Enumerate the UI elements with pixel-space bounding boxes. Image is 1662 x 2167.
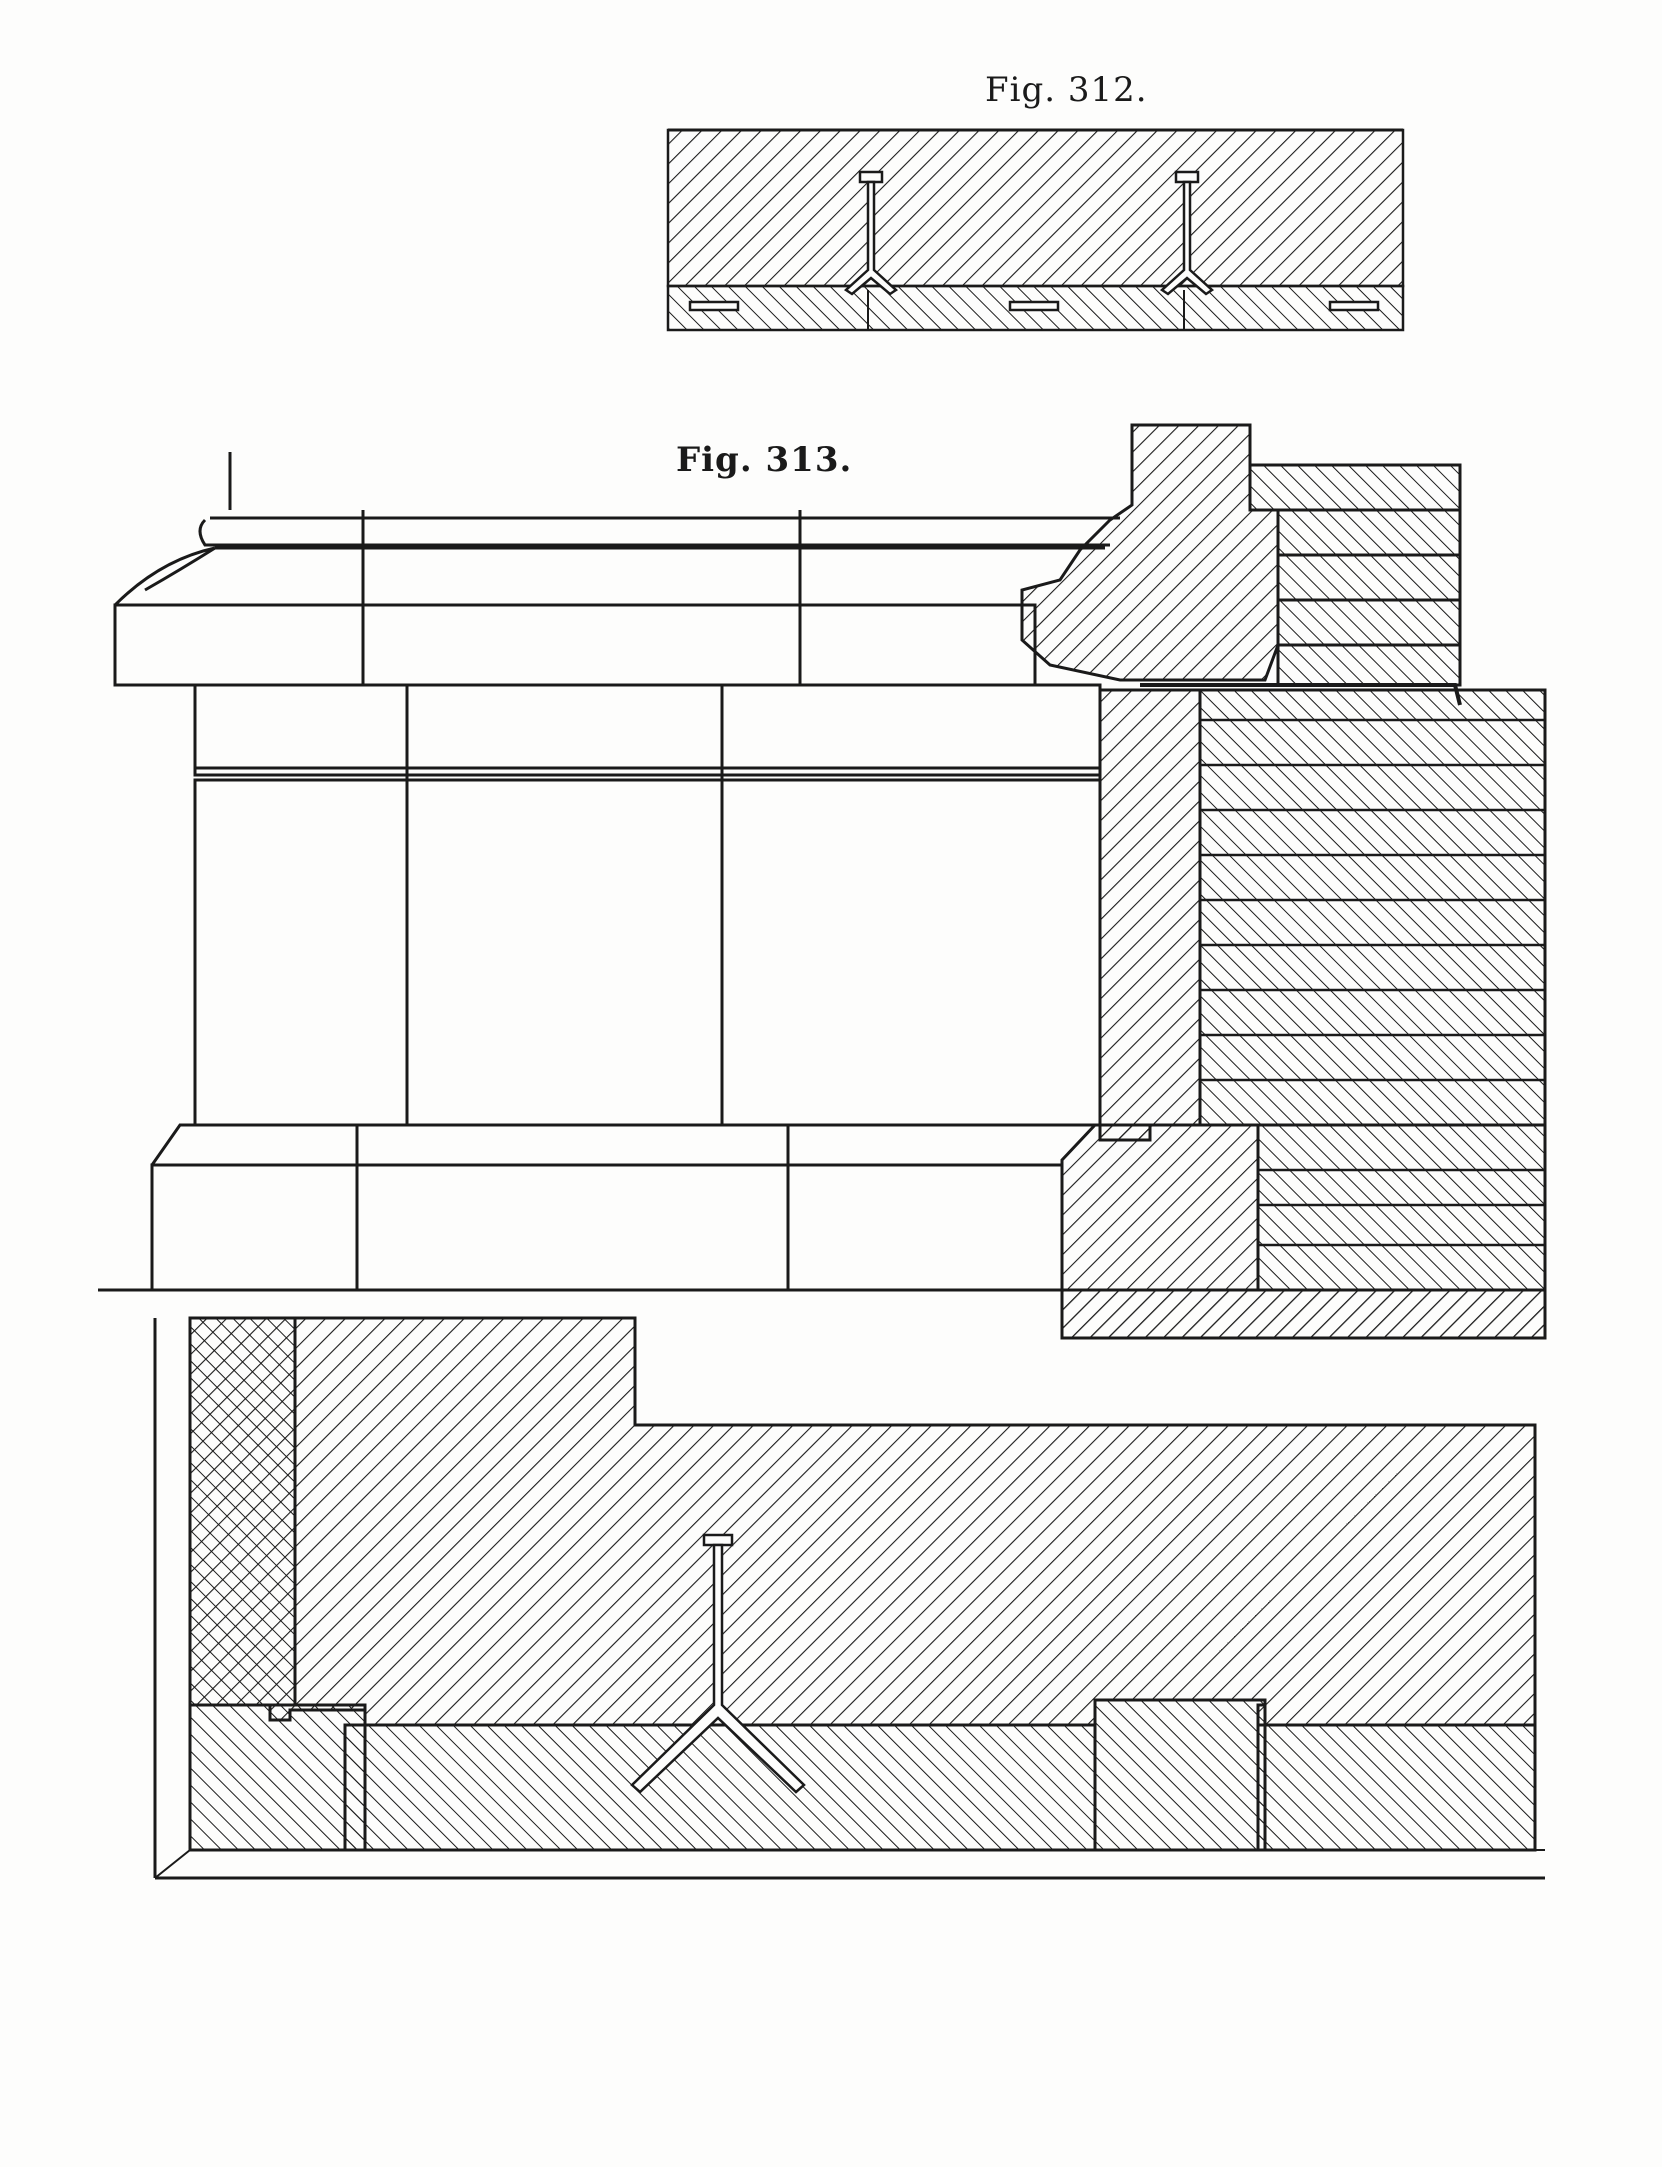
figure-312-label: Fig. 312. (985, 70, 1148, 110)
t-anchor (630, 1533, 806, 1794)
fig312-section (666, 128, 1405, 332)
t-anchor (843, 170, 899, 296)
figure-313-label: Fig. 313. (676, 440, 853, 480)
fig313-elevation (98, 452, 1120, 1292)
t-anchor (1159, 170, 1215, 296)
cramp (688, 300, 1380, 312)
base-section (153, 1316, 1545, 1880)
fig313-section (1020, 423, 1547, 1340)
